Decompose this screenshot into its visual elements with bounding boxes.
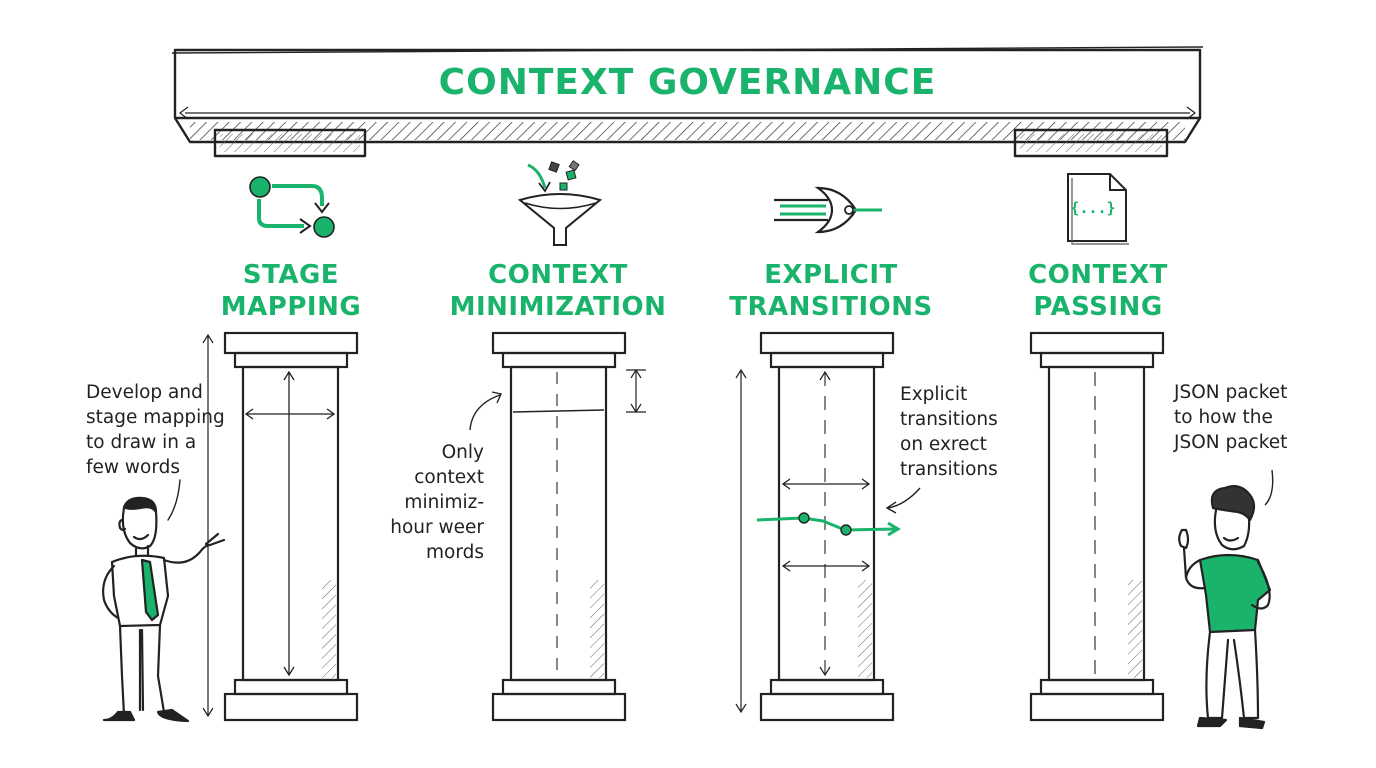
pillar-label-context-minimization: CONTEXT MINIMIZATION: [428, 259, 688, 323]
note-context-minimization: Only context minimiz- hour weer mords: [386, 440, 484, 565]
pillar-label-context-passing: CONTEXT PASSING: [968, 259, 1228, 323]
note-line: stage mapping: [86, 407, 225, 428]
note-stage-mapping: Develop and stage mapping to draw in a f…: [86, 380, 225, 480]
note-line: Explicit: [900, 384, 968, 405]
pillar-label-line: TRANSITIONS: [729, 292, 933, 322]
pillar-label-explicit-transitions: EXPLICIT TRANSITIONS: [701, 259, 961, 323]
note-line: Only: [441, 442, 484, 463]
pillar-context-passing: [1029, 331, 1274, 722]
note-line: few words: [86, 457, 181, 478]
pillar-explicit-transitions: [735, 331, 921, 722]
note-line: mords: [425, 542, 484, 563]
pillar-label-line: PASSING: [1033, 292, 1163, 322]
note-explicit-transitions: Explicit transitions on exrect transitio…: [900, 382, 998, 482]
note-line: context: [414, 467, 484, 488]
presenter-figure-left: [102, 479, 226, 723]
governance-beam: [171, 46, 1204, 158]
presenter-figure-right: [1178, 485, 1272, 730]
note-line: transitions: [900, 409, 998, 430]
flow-arrows-icon: [249, 176, 335, 238]
json-braces-glyph: {...}: [1070, 199, 1116, 217]
note-line: hour weer: [390, 517, 484, 538]
note-line: on exrect: [900, 434, 987, 455]
pillar-label-line: MAPPING: [220, 292, 362, 322]
note-line: JSON packet: [1174, 382, 1288, 403]
pillar-label-line: CONTEXT: [1028, 260, 1168, 290]
note-line: to draw in a: [86, 432, 197, 453]
note-line: minimiz-: [404, 492, 484, 513]
note-line: JSON packet: [1174, 432, 1288, 453]
pillar-label-line: STAGE: [242, 260, 340, 290]
note-line: transitions: [900, 459, 998, 480]
pillar-label-line: MINIMIZATION: [449, 292, 667, 322]
note-line: to how the: [1174, 407, 1273, 428]
note-context-passing: JSON packet to how the JSON packet: [1174, 380, 1287, 455]
logic-gate-icon: [774, 186, 882, 234]
pillar-label-stage-mapping: STAGE MAPPING: [161, 259, 421, 323]
json-file-icon: [1067, 173, 1129, 245]
pillar-context-minimization: [469, 331, 646, 722]
note-line: Develop and: [86, 382, 203, 403]
funnel-icon: [517, 160, 603, 246]
pillar-stage-mapping: [202, 331, 359, 722]
pillar-label-line: CONTEXT: [488, 260, 628, 290]
transition-signal: [756, 512, 901, 537]
pillar-label-line: EXPLICIT: [764, 260, 898, 290]
diagram-title: CONTEXT GOVERNANCE: [438, 62, 937, 103]
